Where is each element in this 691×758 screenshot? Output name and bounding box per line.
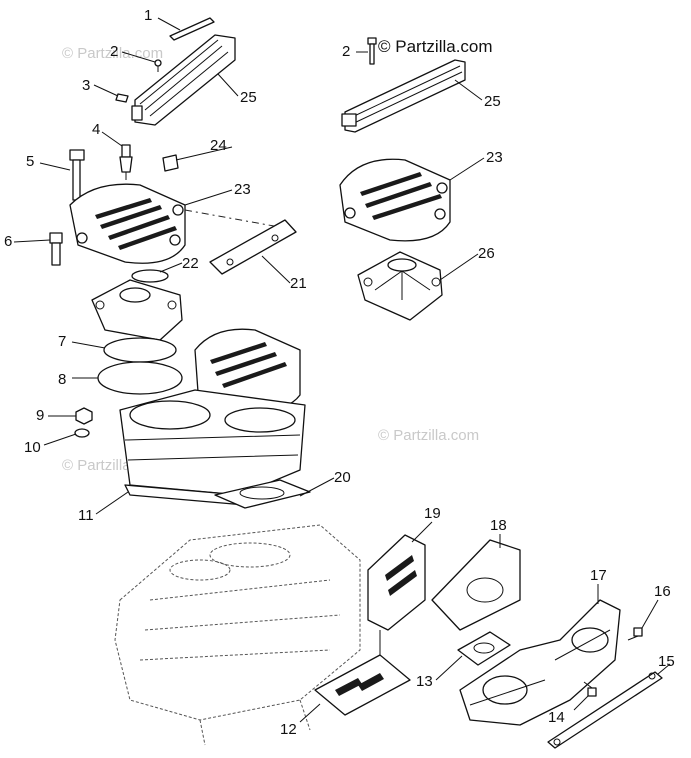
leader-lines — [13, 17, 671, 723]
callout-24: 24 — [210, 137, 227, 154]
assembly-line-bracket — [184, 209, 286, 229]
callout-10: 10 — [24, 439, 41, 456]
part-25-rail-left — [131, 34, 236, 126]
callout-15: 15 — [658, 653, 675, 670]
part-9-nut — [75, 407, 93, 425]
callout-25-left: 25 — [240, 89, 257, 106]
part-17-intake-manifold — [459, 599, 621, 726]
callout-11: 11 — [78, 507, 94, 524]
part-19-reed-block — [367, 534, 426, 631]
part-20-base-gasket — [214, 479, 311, 509]
callout-7: 7 — [58, 333, 66, 350]
callout-2-left: 2 — [110, 43, 118, 60]
part-5-bolt — [69, 149, 85, 201]
part-2-screw-right — [367, 37, 377, 65]
part-6-bolt — [49, 232, 63, 266]
part-11-cylinder — [119, 389, 306, 506]
part-13-gasket — [457, 631, 511, 666]
part-25-rail-right — [341, 59, 466, 133]
part-15-bracket — [547, 671, 663, 749]
part-23-cover-left — [69, 183, 186, 264]
callout-16: 16 — [654, 583, 671, 600]
part-10-washer — [74, 428, 90, 438]
part-22-oring — [131, 269, 169, 283]
watermark-top-left: © Partzilla.com — [62, 45, 163, 62]
callout-26: 26 — [478, 245, 495, 262]
part-8-oring — [97, 361, 183, 395]
part-1-strip — [169, 17, 215, 41]
head-insert-left — [91, 279, 183, 341]
callout-17: 17 — [590, 567, 607, 584]
part-24-clip — [162, 154, 179, 172]
watermark-mid-right: © Partzilla.com — [378, 427, 479, 444]
callout-2-right: 2 — [342, 43, 350, 60]
callout-13: 13 — [416, 673, 433, 690]
callout-14: 14 — [548, 709, 565, 726]
part-21-bracket — [209, 219, 297, 275]
callout-25-right: 25 — [484, 93, 501, 110]
part-16-bolt — [627, 627, 643, 641]
callout-23-right: 23 — [486, 149, 503, 166]
callout-4: 4 — [92, 121, 100, 138]
callout-9: 9 — [36, 407, 44, 424]
part-26-head-insert — [357, 251, 443, 321]
part-7-gasket — [103, 337, 177, 363]
part-14-bolt — [583, 681, 597, 697]
callout-19: 19 — [424, 505, 441, 522]
part-23-cover-right — [339, 158, 451, 242]
part-4-sensor — [119, 144, 133, 180]
part-2-screw-left — [154, 59, 162, 72]
callout-18: 18 — [490, 517, 507, 534]
callout-6: 6 — [4, 233, 12, 250]
callout-12: 12 — [280, 721, 297, 738]
callout-22: 22 — [182, 255, 199, 272]
part-12-reed-plate — [314, 654, 411, 716]
callout-5: 5 — [26, 153, 34, 170]
callout-23-left: 23 — [234, 181, 251, 198]
part-3-pin — [115, 93, 129, 103]
engine-crankcase — [114, 524, 361, 746]
callout-numbers: 1 2 3 4 5 6 7 8 9 10 11 12 13 14 15 16 1… — [4, 7, 675, 738]
part-18-gasket — [431, 539, 521, 631]
callout-1: 1 — [144, 7, 152, 24]
callout-20: 20 — [334, 469, 351, 486]
callout-3: 3 — [82, 77, 90, 94]
callout-8: 8 — [58, 371, 66, 388]
watermark-top-right: © Partzilla.com — [378, 37, 493, 56]
callout-21: 21 — [290, 275, 307, 292]
rear-cylinder-head — [194, 328, 301, 412]
